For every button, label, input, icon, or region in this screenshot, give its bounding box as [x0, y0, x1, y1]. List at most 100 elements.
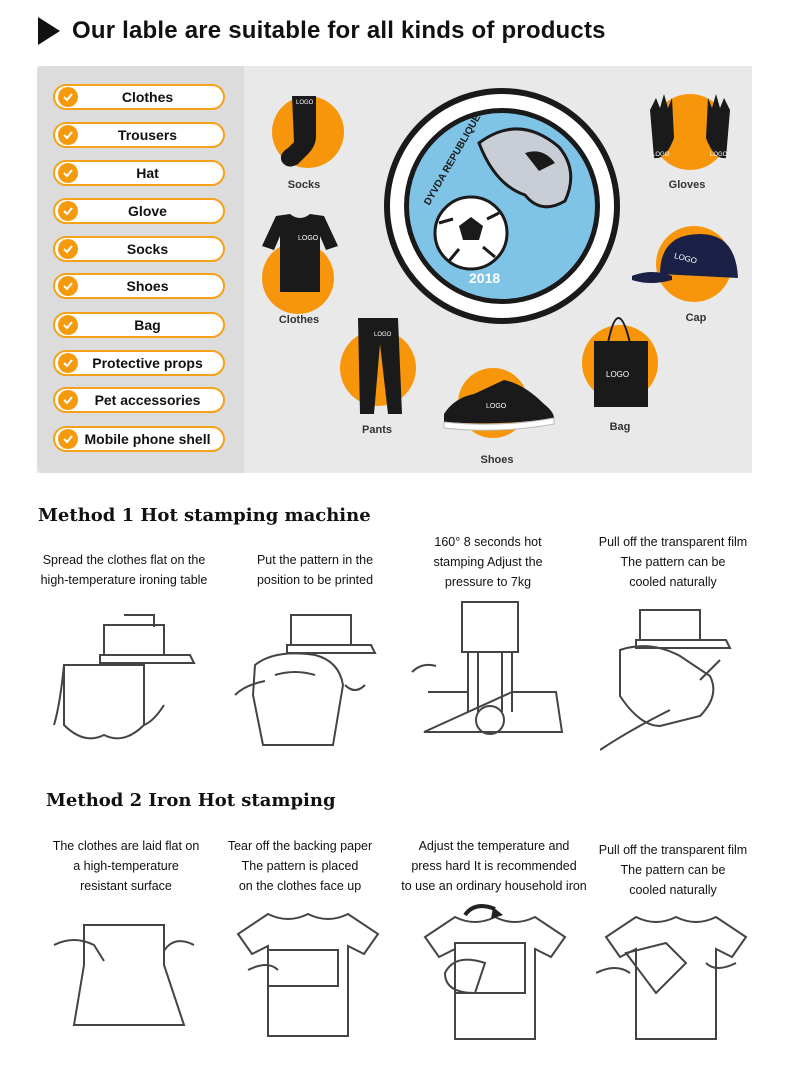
step-text-line: The pattern can be: [620, 863, 726, 877]
step-text-line: cooled naturally: [629, 883, 717, 897]
step-sketch-peel-film-2: [596, 915, 748, 1040]
tote-bag-icon: LOGO: [594, 317, 648, 407]
svg-text:LOGO: LOGO: [652, 152, 670, 158]
step-text-line: position to be printed: [256, 573, 374, 587]
step-text-line: to use an ordinary household iron: [401, 879, 587, 893]
step-text-line: high-temperature ironing table: [40, 573, 208, 587]
product-cap: LOGO Cap: [630, 222, 742, 326]
step-text-line: The clothes are laid flat on: [52, 839, 200, 853]
method1-title: Method 1 Hot stamping machine: [38, 505, 371, 526]
step-text-line: Pull off the transparent film: [598, 535, 748, 549]
caption-clothes: Clothes: [278, 314, 320, 326]
step-text-line: on the clothes face up: [238, 879, 362, 893]
page-title: Our lable are suitable for all kinds of …: [72, 17, 606, 44]
product-pill: Hat: [53, 160, 225, 186]
product-pill: Shoes: [53, 273, 225, 299]
section-header: Our lable are suitable for all kinds of …: [38, 14, 606, 48]
caption-socks: Socks: [287, 179, 321, 191]
step-text-line: cooled naturally: [629, 575, 717, 589]
product-pill-label: Glove: [128, 203, 167, 219]
shoe-icon: LOGO: [443, 380, 555, 431]
check-icon: [58, 315, 78, 335]
product-gloves: LOGO LOGO Gloves: [640, 90, 740, 191]
tshirt-icon: LOGO: [262, 214, 338, 292]
step-text-line: The pattern is placed: [241, 859, 359, 873]
product-pill-label: Clothes: [121, 89, 174, 105]
step-sketch-heat-press: [411, 601, 564, 735]
product-pill-label: Bag: [134, 317, 161, 333]
step-text-line: press hard It is recommended: [411, 859, 577, 873]
step-text-line: Put the pattern in the: [256, 553, 374, 567]
step-text-line: Pull off the transparent film: [598, 843, 748, 857]
product-pill: Clothes: [53, 84, 225, 110]
svg-text:LOGO: LOGO: [298, 235, 319, 242]
svg-text:LOGO: LOGO: [486, 403, 507, 410]
product-pill: Bag: [53, 312, 225, 338]
product-pill-label: Trousers: [117, 127, 178, 143]
step-text-line: pressure to 7kg: [444, 575, 532, 589]
step-text-line: 160° 8 seconds hot: [434, 535, 542, 549]
method2-step-3: Adjust the temperature and press hard It …: [392, 836, 596, 896]
product-socks: LOGO Socks: [268, 90, 348, 191]
gloves-icon: LOGO LOGO: [650, 94, 730, 159]
step-text-line: Adjust the temperature and: [418, 839, 570, 853]
check-icon: [58, 353, 78, 373]
check-icon: [58, 201, 78, 221]
check-icon: [58, 390, 78, 410]
check-icon: [58, 87, 78, 107]
product-pill: Glove: [53, 198, 225, 224]
product-pill: Protective props: [53, 350, 225, 376]
svg-text:LOGO: LOGO: [606, 370, 629, 379]
product-pill-label: Shoes: [126, 278, 169, 294]
pants-icon: LOGO: [358, 318, 402, 414]
step-sketch-lay-clothes: [53, 924, 195, 1026]
caption-gloves: Gloves: [668, 179, 706, 191]
product-pill: Trousers: [53, 122, 225, 148]
step-sketch-iron-press: [423, 904, 567, 1040]
check-icon: [58, 276, 78, 296]
check-icon: [58, 125, 78, 145]
product-pants: LOGO Pants: [338, 312, 418, 440]
product-pill-label: Mobile phone shell: [84, 431, 211, 447]
method2-step-1: The clothes are laid flat on a high-tempe…: [36, 836, 216, 896]
method1-step-2: Put the pattern in the position to be pri…: [240, 550, 390, 590]
step-text-line: Spread the clothes flat on the: [42, 553, 206, 567]
step-text-line: The pattern can be: [620, 555, 726, 569]
svg-text:DYVDA REPUBLIQUE FC: DYVDA REPUBLIQUE FC: [422, 113, 491, 207]
method2-title: Method 2 Iron Hot stamping: [46, 790, 336, 811]
check-icon: [58, 429, 78, 449]
wolf-football-icon: 2018 DYVDA REPUBLIQUE FC: [422, 113, 573, 286]
product-pill: Pet accessories: [53, 387, 225, 413]
product-shoes: LOGO Shoes: [440, 360, 558, 470]
svg-text:LOGO: LOGO: [296, 100, 314, 106]
product-bag: LOGO Bag: [578, 295, 662, 435]
svg-text:LOGO: LOGO: [374, 332, 392, 338]
step-sketch-place-pattern: [234, 614, 377, 746]
product-clothes: LOGO Clothes: [258, 210, 348, 330]
caption-bag: Bag: [609, 421, 631, 433]
wolf-badge-logo: 2018 DYVDA REPUBLIQUE FC: [384, 88, 620, 324]
product-pill-label: Protective props: [92, 355, 203, 371]
check-icon: [58, 163, 78, 183]
caption-shoes: Shoes: [480, 454, 514, 466]
svg-text:LOGO: LOGO: [710, 152, 728, 158]
method1-step-3: 160° 8 seconds hot stamping Adjust the pre…: [418, 532, 558, 592]
step-text-line: resistant surface: [80, 879, 172, 893]
product-pill: Mobile phone shell: [53, 426, 225, 452]
socks-icon: LOGO: [280, 96, 316, 167]
step-sketch-tear-backing: [236, 912, 380, 1037]
step-text-line: stamping Adjust the: [433, 555, 543, 569]
step-text-line: Tear off the backing paper: [227, 839, 373, 853]
cap-icon: LOGO: [632, 234, 738, 283]
product-pill: Socks: [53, 236, 225, 262]
svg-text:2018: 2018: [469, 270, 500, 286]
step-text-line: a high-temperature: [73, 859, 179, 873]
product-pill-label: Hat: [136, 165, 159, 181]
triangle-icon: [38, 17, 60, 45]
step-sketch-spread-clothes: [53, 614, 196, 740]
product-pill-label: Socks: [126, 241, 169, 257]
step-sketch-peel-film: [600, 609, 732, 751]
